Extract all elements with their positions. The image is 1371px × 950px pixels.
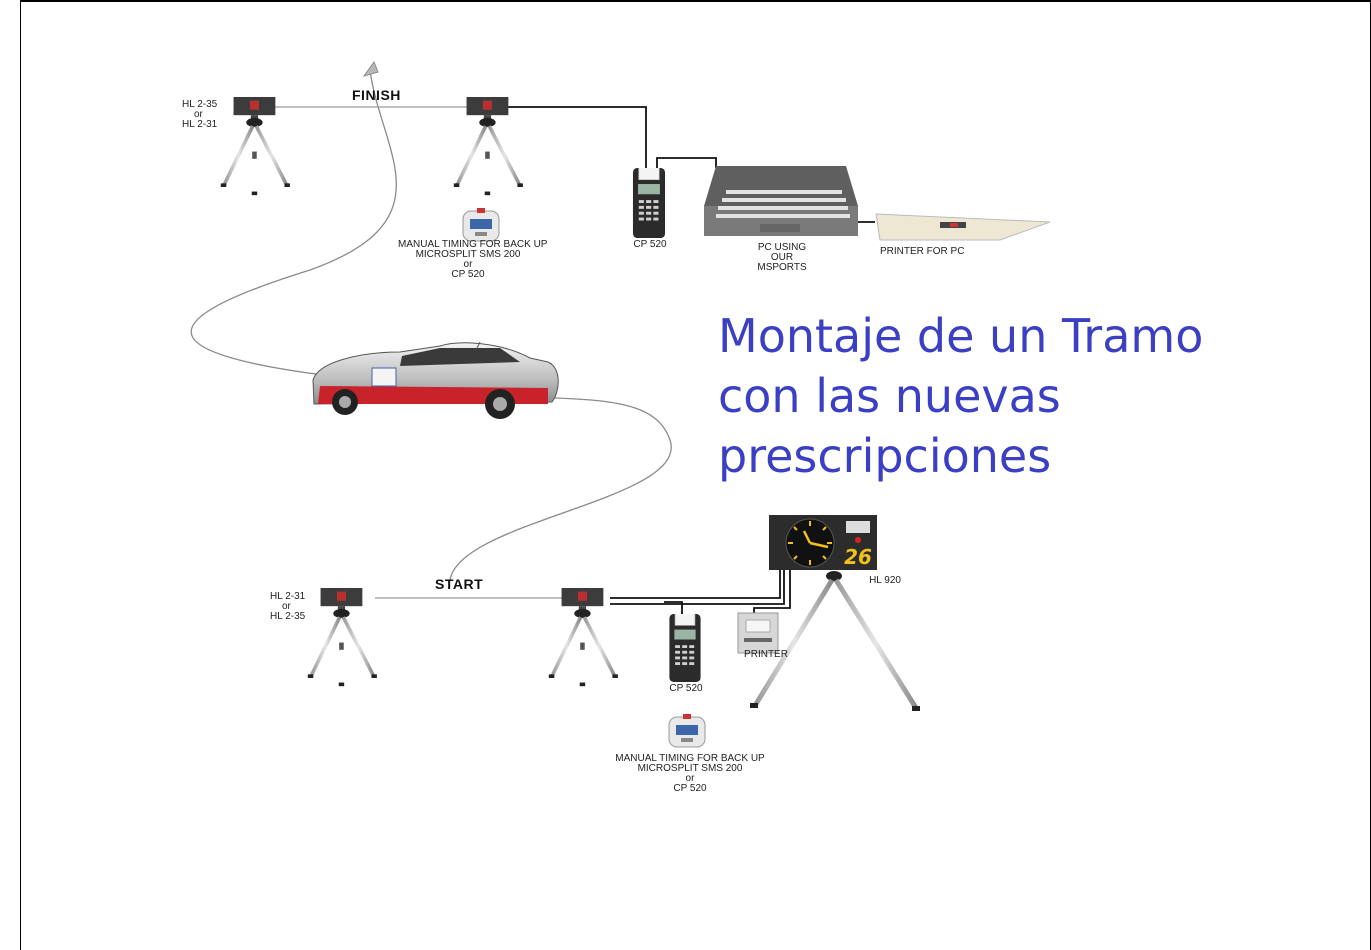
start-printer-label: PRINTER xyxy=(744,649,788,660)
slide-title: Montaje de un Tramo con las nuevas presc… xyxy=(718,309,1204,483)
finish-cp520-printer-icon xyxy=(632,168,666,238)
start-cables xyxy=(610,570,791,618)
laptop-icon xyxy=(704,166,858,236)
start-small-printer-icon xyxy=(737,612,779,654)
pc-printer-icon xyxy=(875,213,1051,241)
path-arrow-icon xyxy=(362,60,379,77)
finish-cp520-label: CP 520 xyxy=(633,239,667,250)
start-label: START xyxy=(435,576,484,592)
finish-stopwatch-icon xyxy=(462,208,500,242)
start-cp520-printer-icon xyxy=(668,614,702,682)
vehicle-path xyxy=(190,69,672,581)
pc-label: PC USING OUR MSPORTS xyxy=(757,242,807,273)
start-cp520-label: CP 520 xyxy=(669,683,703,694)
start-stopwatch-icon xyxy=(668,714,706,748)
start-right-photocell-icon xyxy=(549,588,618,686)
finish-label: FINISH xyxy=(352,87,401,103)
start-manual-timing-label: MANUAL TIMING FOR BACK UP MICROSPLIT SMS… xyxy=(615,753,765,794)
hl920-display-board: 26 xyxy=(769,515,877,570)
hl920-label: HL 920 xyxy=(869,575,901,586)
pc-printer-label: PRINTER FOR PC xyxy=(880,246,965,257)
finish-right-photocell-icon xyxy=(454,97,523,195)
finish-left-cell-label: HL 2-35 or HL 2-31 xyxy=(182,99,218,130)
rally-car-icon xyxy=(312,341,559,419)
start-left-cell-label: HL 2-31 or HL 2-35 xyxy=(270,591,306,622)
hl920-tripod-icon xyxy=(750,571,920,711)
display-number: 26 xyxy=(844,545,872,569)
finish-manual-timing-label: MANUAL TIMING FOR BACK UP MICROSPLIT SMS… xyxy=(398,239,548,280)
